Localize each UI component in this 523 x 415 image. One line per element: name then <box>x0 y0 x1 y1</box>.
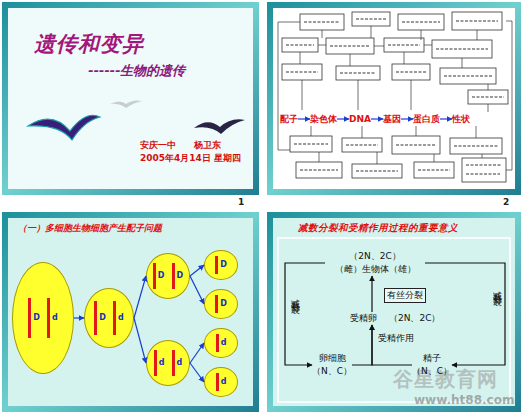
decor-wire <box>278 21 512 170</box>
organism-node: （2N、2C）（雌）生物体（雄） <box>325 250 425 276</box>
slide-frame <box>2 2 259 195</box>
chain-term: 性状 <box>452 113 470 125</box>
egg-node: 卵细胞（N、C） <box>312 352 352 378</box>
node-text: （N、C） <box>412 365 452 378</box>
gamete-ellipse: D <box>204 289 238 319</box>
connector-arrow <box>190 363 204 382</box>
connector-arrow <box>190 265 204 276</box>
edge-label: 有丝分裂 <box>384 288 426 303</box>
node-text: 受精卵 <box>350 312 377 325</box>
slide-frame <box>267 212 521 412</box>
cell-ellipse: Dd <box>12 262 74 374</box>
node-text: 染色体 <box>310 113 337 125</box>
node-text: 基因 <box>383 113 401 125</box>
date-line: 2005年4月14日 星期四 <box>140 152 241 165</box>
slide-heading: （一）多细胞生物细胞产生配子问题 <box>18 222 162 235</box>
cell-ellipse: dd <box>146 340 190 386</box>
faux-text-line <box>286 19 498 49</box>
chromosome-label: D <box>215 295 227 313</box>
chromosome-label: d <box>216 373 227 391</box>
slide-title: 遗传和变异 <box>34 30 144 58</box>
node-text: （2N、2C） <box>389 312 440 325</box>
subtitle: ------生物的遗传 <box>88 62 185 80</box>
zygote-node: 受精卵 （2N、2C） <box>350 312 440 325</box>
connector-arrow <box>134 318 146 363</box>
flowchart-decor <box>282 12 508 182</box>
bird <box>28 115 100 140</box>
decor-box <box>462 158 506 182</box>
chain-term: 基因 <box>383 113 401 125</box>
chain-term: 蛋白质 <box>413 113 440 125</box>
connector-arrow <box>440 118 452 119</box>
connector-arrow <box>371 118 383 119</box>
slide-panel <box>8 8 253 189</box>
connector-arrow <box>352 325 372 365</box>
chromosome-label: d <box>154 350 165 376</box>
node-text: 蛋白质 <box>413 113 440 125</box>
decor-wire <box>302 45 488 112</box>
edge-label: 减数分裂 <box>289 292 302 300</box>
slide-frame <box>267 2 521 195</box>
chromosome-label: D <box>153 263 165 289</box>
gamete-ellipse: D <box>204 250 238 280</box>
decor-wire <box>300 26 488 90</box>
decor-box <box>450 138 502 154</box>
connector-arrow <box>401 118 413 119</box>
flowchart-wires <box>278 21 512 170</box>
chromosome-label: d <box>216 334 227 352</box>
connector-arrow <box>298 118 310 119</box>
node-text: 配子 <box>280 113 298 125</box>
slide-panel <box>8 218 253 406</box>
bird <box>194 119 245 134</box>
slide-heading: 减数分裂和受精作用过程的重要意义 <box>298 222 458 235</box>
connector-arrow <box>134 276 146 318</box>
connector-arrow <box>190 343 204 363</box>
node-text: （N、C） <box>312 365 352 378</box>
sperm-node: 精子（N、C） <box>412 352 452 378</box>
cell-ellipse: Dd <box>84 288 134 348</box>
connector-arrow <box>285 263 325 365</box>
slide-number: 1 <box>238 197 244 207</box>
slide-panel <box>273 218 515 406</box>
chain-term: 染色体 <box>310 113 337 125</box>
author-line: 安庆一中 杨卫东 <box>140 139 221 152</box>
node-text: （2N、2C） <box>325 250 425 263</box>
faux-text <box>286 19 504 174</box>
chromosome-label: d <box>172 350 183 376</box>
chain-term: DNA <box>349 113 371 125</box>
faux-text-line <box>300 146 502 174</box>
slide-number: 2 <box>503 197 509 207</box>
faux-text-line <box>286 72 504 145</box>
chromosome-label: d <box>113 301 124 335</box>
watermark: www.ht88.com <box>414 393 514 407</box>
gamete-ellipse: d <box>204 367 238 397</box>
chain-term: 配子 <box>280 113 298 125</box>
chromosome-label: d <box>47 298 58 338</box>
slide-frame <box>2 212 259 412</box>
chromosome-label: D <box>215 256 227 274</box>
inner-frame <box>278 238 510 402</box>
chromosome-label: D <box>172 263 184 289</box>
node-text: DNA <box>349 113 371 125</box>
node-text: 精子 <box>412 352 452 365</box>
edge-label: 受精作用 <box>378 332 414 345</box>
chromosome-label: D <box>94 301 106 335</box>
node-text: （雌）生物体（雄） <box>325 263 425 276</box>
connector-arrow <box>337 118 349 119</box>
node-text: 性状 <box>452 113 470 125</box>
cell-ellipse: DD <box>146 253 190 299</box>
edge-label: 减数分裂 <box>491 284 504 292</box>
connector-arrow <box>372 325 412 365</box>
gamete-ellipse: d <box>204 328 238 358</box>
chromosome-label: D <box>28 298 40 338</box>
connector-arrow <box>74 317 84 318</box>
connector-arrow <box>190 276 204 304</box>
bird <box>110 100 142 108</box>
connector-arrow <box>371 276 372 312</box>
node-text: 卵细胞 <box>312 352 352 365</box>
slide-panel <box>273 8 515 189</box>
